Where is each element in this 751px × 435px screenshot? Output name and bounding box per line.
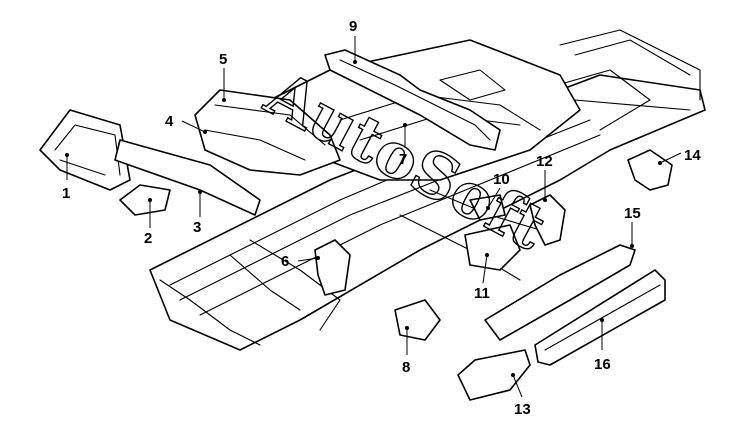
callout-5: 5 <box>219 51 227 68</box>
callout-labels: 1 2 3 4 5 6 8 7 9 10 11 12 13 14 15 16 <box>62 18 701 418</box>
callout-6: 6 <box>281 253 289 270</box>
callout-4: 4 <box>165 113 174 130</box>
callout-7: 7 <box>399 151 407 168</box>
callout-11: 11 <box>474 285 490 302</box>
callout-13: 13 <box>514 401 531 418</box>
callout-3: 3 <box>193 219 201 236</box>
crossmember <box>324 49 501 151</box>
fuel-tank-shield <box>194 89 341 176</box>
bracket-2 <box>119 184 171 216</box>
callout-15: 15 <box>624 205 641 222</box>
callout-8: 8 <box>402 359 410 376</box>
mount-6 <box>314 239 351 296</box>
bracket-13 <box>457 349 531 401</box>
sill-16 <box>534 269 666 366</box>
callout-12: 12 <box>536 153 553 170</box>
callout-16: 16 <box>594 356 611 373</box>
mount-11 <box>464 224 521 271</box>
callout-10: 10 <box>493 171 510 188</box>
callout-14: 14 <box>684 147 701 164</box>
leader-lines <box>66 36 682 398</box>
mount-14 <box>627 149 673 191</box>
callout-1: 1 <box>62 185 70 202</box>
leader-dots <box>65 60 662 377</box>
mount-8 <box>394 299 441 341</box>
side-rail-3 <box>114 139 261 216</box>
rocker-15 <box>484 244 636 341</box>
callout-2: 2 <box>144 230 152 247</box>
bracket-1 <box>39 109 131 191</box>
callout-9: 9 <box>349 18 357 35</box>
bracket-12 <box>529 194 566 246</box>
